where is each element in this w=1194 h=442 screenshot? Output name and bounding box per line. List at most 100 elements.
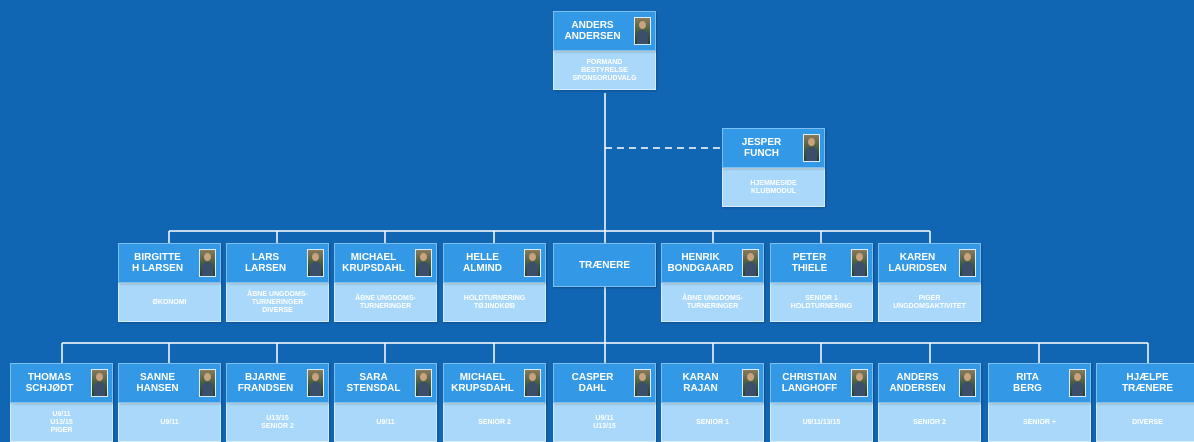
portrait-photo (959, 249, 976, 277)
role-box: ÅBNE UNGDOMS- TURNERINGER (661, 283, 764, 322)
name-box: CASPER DAHL (553, 363, 656, 403)
node-henrik-bondgaard: HENRIK BONDGAARD ÅBNE UNGDOMS- TURNERING… (661, 243, 764, 322)
group-name: HJÆLPE TRÆNERE (1121, 372, 1174, 394)
portrait-photo (199, 249, 216, 277)
role-box: U13/15 SENIOR 2 (226, 403, 329, 442)
person-name: HELLE ALMIND (463, 252, 502, 274)
name-box: LARS LARSEN (226, 243, 329, 283)
name-box: SANNE HANSEN (118, 363, 221, 403)
person-name: SANNE HANSEN (136, 372, 179, 394)
portrait-photo (851, 249, 868, 277)
node-traenere: TRÆNERE (553, 243, 656, 287)
role-box: DIVERSE (1096, 403, 1194, 442)
role-box: U9/11 (334, 403, 437, 442)
node-peter-thiele: PETER THIELE SENIOR 1 HOLDTURNERING (770, 243, 873, 322)
portrait-photo (803, 134, 820, 162)
portrait-photo (959, 369, 976, 397)
person-name: CHRISTIAN LANGHOFF (781, 372, 838, 394)
node-karen-lauridsen: KAREN LAURIDSEN PIGER UNGDOMSAKTIVITET (878, 243, 981, 322)
person-name: LARS LARSEN (244, 252, 287, 274)
role-box: SENIOR + (988, 403, 1091, 442)
role-box: SENIOR 2 (878, 403, 981, 442)
person-name: KAREN LAURIDSEN (888, 252, 947, 274)
person-name: BIRGITTE H LARSEN (131, 252, 184, 274)
node-bjarne-frandsen: BJARNE FRANDSEN U13/15 SENIOR 2 (226, 363, 329, 442)
portrait-photo (415, 369, 432, 397)
portrait-photo (307, 369, 324, 397)
node-birgitte-h-larsen: BIRGITTE H LARSEN ØKONOMI (118, 243, 221, 322)
person-name: ANDERS ANDERSEN (889, 372, 946, 394)
portrait-photo (524, 369, 541, 397)
name-box: RITA BERG (988, 363, 1091, 403)
name-box: THOMAS SCHJØDT (10, 363, 113, 403)
node-sara-stensdal: SARA STENSDAL U9/11 (334, 363, 437, 442)
role-box: U9/11 U13/15 PIGER (10, 403, 113, 442)
name-box: HELLE ALMIND (443, 243, 546, 283)
node-lars-larsen: LARS LARSEN ÅBNE UNGDOMS- TURNERINGER DI… (226, 243, 329, 322)
name-box: MICHAEL KRUPSDAHL (334, 243, 437, 283)
name-box: HJÆLPE TRÆNERE (1096, 363, 1194, 403)
person-name: MICHAEL KRUPSDAHL (451, 372, 514, 394)
node-hjaelpe-traenere: HJÆLPE TRÆNERE DIVERSE (1096, 363, 1194, 442)
portrait-photo (307, 249, 324, 277)
portrait-photo (851, 369, 868, 397)
role-box: SENIOR 2 (443, 403, 546, 442)
name-box: MICHAEL KRUPSDAHL (443, 363, 546, 403)
portrait-photo (199, 369, 216, 397)
node-michael-krupsdahl-row2: MICHAEL KRUPSDAHL ÅBNE UNGDOMS- TURNERIN… (334, 243, 437, 322)
node-anders-andersen-row3: ANDERS ANDERSEN SENIOR 2 (878, 363, 981, 442)
node-anders-andersen-formand: ANDERS ANDERSEN FORMAND BESTYRELSE SPONS… (553, 11, 656, 90)
person-name: CASPER DAHL (571, 372, 614, 394)
node-michael-krupsdahl-row3: MICHAEL KRUPSDAHL SENIOR 2 (443, 363, 546, 442)
node-jesper-funch: JESPER FUNCH HJEMMESIDE KLUBMODUL (722, 128, 825, 207)
group-name: TRÆNERE (578, 259, 631, 271)
person-name: RITA BERG (1013, 372, 1042, 394)
node-casper-dahl: CASPER DAHL U9/11 U13/15 (553, 363, 656, 442)
name-box: CHRISTIAN LANGHOFF (770, 363, 873, 403)
person-name: MICHAEL KRUPSDAHL (342, 252, 405, 274)
portrait-photo (742, 369, 759, 397)
node-sanne-hansen: SANNE HANSEN U9/11 (118, 363, 221, 442)
name-box: BIRGITTE H LARSEN (118, 243, 221, 283)
name-box: JESPER FUNCH (722, 128, 825, 168)
portrait-photo (415, 249, 432, 277)
role-box: U9/11 (118, 403, 221, 442)
name-box: KARAN RAJAN (661, 363, 764, 403)
portrait-photo (1069, 369, 1086, 397)
role-box: FORMAND BESTYRELSE SPONSORUDVALG (553, 51, 656, 90)
person-name: KARAN RAJAN (682, 372, 719, 394)
name-box: TRÆNERE (553, 243, 656, 287)
name-box: HENRIK BONDGAARD (661, 243, 764, 283)
name-box: BJARNE FRANDSEN (226, 363, 329, 403)
portrait-photo (634, 369, 651, 397)
node-rita-berg: RITA BERG SENIOR + (988, 363, 1091, 442)
portrait-photo (524, 249, 541, 277)
role-box: SENIOR 1 (661, 403, 764, 442)
person-name: JESPER FUNCH (741, 137, 782, 159)
portrait-photo (634, 17, 651, 45)
portrait-photo (742, 249, 759, 277)
portrait-photo (91, 369, 108, 397)
role-box: HJEMMESIDE KLUBMODUL (722, 168, 825, 207)
person-name: HENRIK BONDGAARD (667, 252, 734, 274)
name-box: ANDERS ANDERSEN (878, 363, 981, 403)
node-christian-langhoff: CHRISTIAN LANGHOFF U9/11/13/15 (770, 363, 873, 442)
role-box: SENIOR 1 HOLDTURNERING (770, 283, 873, 322)
name-box: PETER THIELE (770, 243, 873, 283)
person-name: ANDERS ANDERSEN (564, 20, 621, 42)
name-box: ANDERS ANDERSEN (553, 11, 656, 51)
role-box: PIGER UNGDOMSAKTIVITET (878, 283, 981, 322)
role-box: ØKONOMI (118, 283, 221, 322)
node-karan-rajan: KARAN RAJAN SENIOR 1 (661, 363, 764, 442)
role-box: U9/11 U13/15 (553, 403, 656, 442)
person-name: THOMAS SCHJØDT (25, 372, 74, 394)
role-box: ÅBNE UNGDOMS- TURNERINGER (334, 283, 437, 322)
person-name: SARA STENSDAL (346, 372, 401, 394)
name-box: SARA STENSDAL (334, 363, 437, 403)
name-box: KAREN LAURIDSEN (878, 243, 981, 283)
role-box: U9/11/13/15 (770, 403, 873, 442)
node-helle-almind: HELLE ALMIND HOLDTURNERING TØJINDKØB (443, 243, 546, 322)
role-box: ÅBNE UNGDOMS- TURNERINGER DIVERSE (226, 283, 329, 322)
